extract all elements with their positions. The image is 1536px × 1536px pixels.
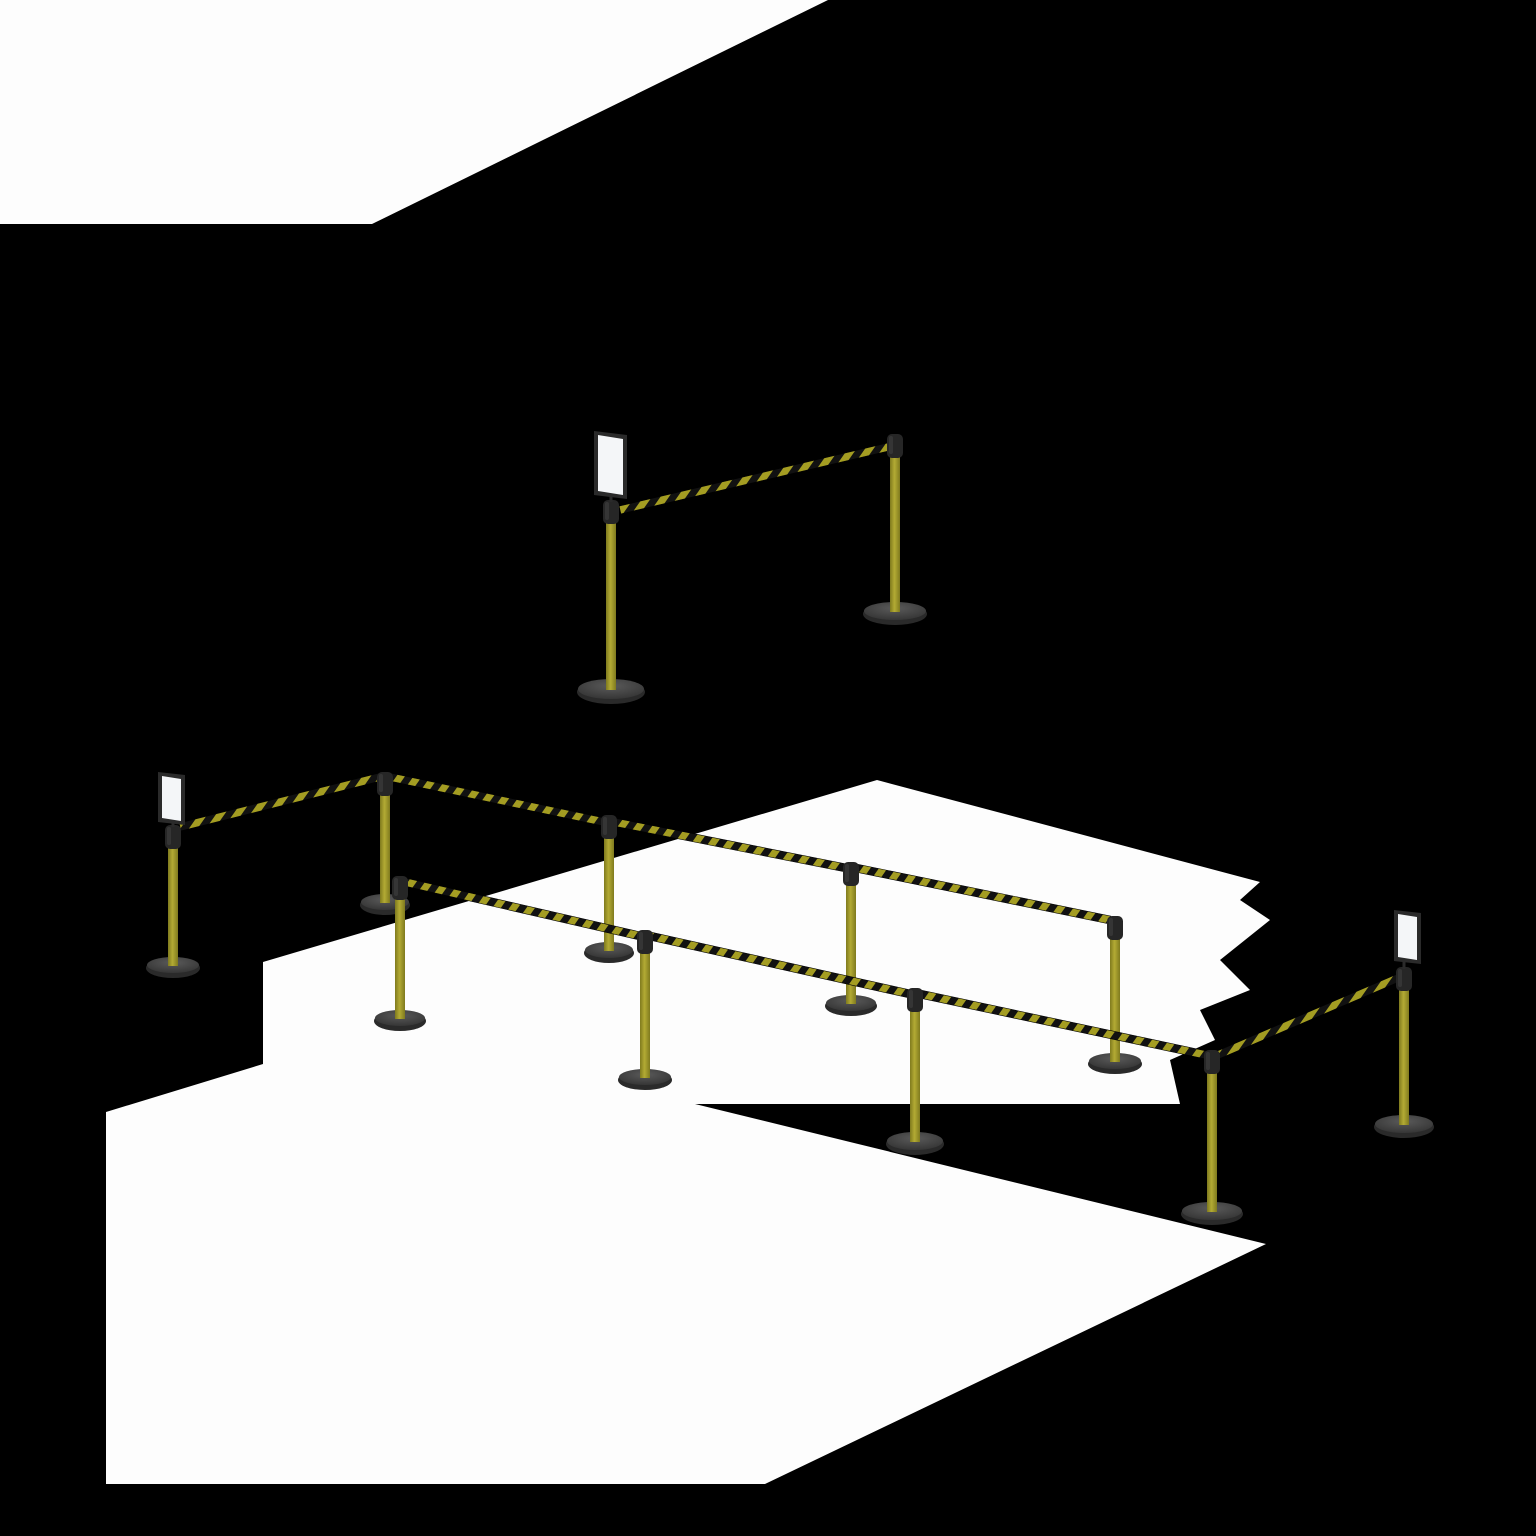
head-highlight — [167, 827, 171, 845]
head-highlight — [639, 932, 643, 950]
sign-blank-face — [598, 435, 623, 495]
head-highlight — [603, 817, 607, 835]
stanchion-post — [168, 839, 178, 966]
stanchion-post — [606, 514, 616, 690]
sign-frames — [158, 431, 1421, 969]
stanchion-post — [380, 786, 390, 903]
head-highlight — [605, 502, 609, 520]
sign-blank-face — [162, 776, 181, 821]
stanchion-post — [1110, 930, 1120, 1062]
head-highlight — [1206, 1052, 1210, 1070]
retractable-belts — [178, 442, 1400, 1060]
head-highlight — [909, 990, 913, 1008]
stanchion-post — [890, 448, 900, 612]
head-highlight — [394, 878, 398, 896]
stanchion-post — [910, 1002, 920, 1142]
stanchion-post — [1207, 1064, 1217, 1212]
stanchion-posts — [168, 448, 1409, 1212]
stanchion-post — [604, 829, 614, 951]
head-highlight — [1398, 969, 1402, 987]
stanchion-post — [1399, 981, 1409, 1125]
head-highlight — [1109, 918, 1113, 936]
stanchion-post — [846, 876, 856, 1004]
head-highlight — [845, 864, 849, 882]
stanchion-post — [395, 890, 405, 1019]
head-highlight — [379, 774, 383, 792]
stanchion-post — [640, 944, 650, 1078]
head-highlight — [889, 436, 893, 454]
sign-blank-face — [1398, 914, 1417, 960]
top-left-floor — [0, 0, 828, 224]
stanchion-heads — [165, 434, 1412, 1074]
